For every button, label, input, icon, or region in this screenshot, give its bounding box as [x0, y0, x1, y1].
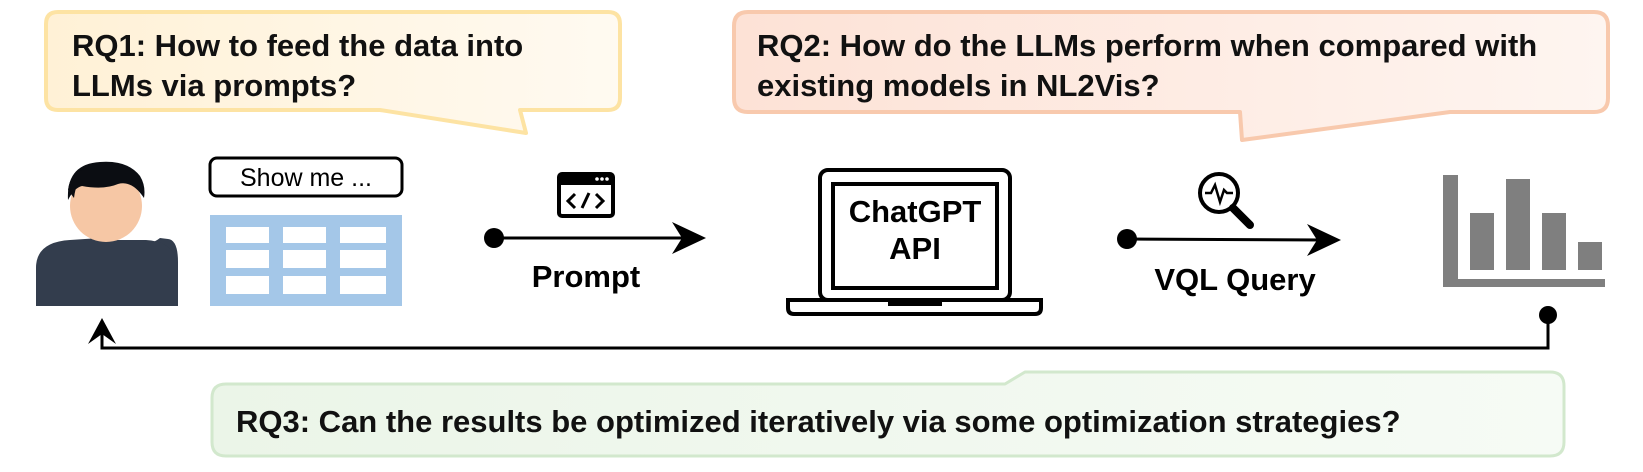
- table-icon: [210, 215, 402, 306]
- laptop-screen-line1: ChatGPT: [849, 194, 982, 229]
- user-query-text: Show me ...: [240, 164, 372, 192]
- rq1-callout: RQ1: How to feed the data into LLMs via …: [44, 10, 622, 135]
- search-chart-icon: [1198, 172, 1254, 229]
- vql-query-label: VQL Query: [1154, 262, 1316, 297]
- feedback-arrow: [88, 306, 1557, 350]
- user-query-box: Show me ...: [208, 156, 404, 198]
- rq2-line2: existing models in NL2Vis?: [757, 68, 1160, 103]
- bar-chart-icon: [1443, 175, 1605, 287]
- rq2-line1: RQ2: How do the LLMs perform when compar…: [757, 28, 1537, 63]
- laptop-screen-line2: API: [889, 231, 941, 266]
- rq1-line1: RQ1: How to feed the data into: [72, 28, 523, 63]
- laptop-icon: ChatGPT API: [786, 168, 1043, 316]
- vql-query-arrow: VQL Query: [1117, 224, 1341, 297]
- prompt-arrow: Prompt: [484, 222, 706, 294]
- rq3-callout: RQ3: Can the results be optimized iterat…: [210, 370, 1566, 458]
- user-icon: [36, 161, 178, 306]
- code-window-icon: [557, 172, 615, 218]
- rq2-callout: RQ2: How do the LLMs perform when compar…: [732, 10, 1610, 142]
- prompt-label: Prompt: [532, 259, 641, 294]
- rq1-line2: LLMs via prompts?: [72, 68, 356, 103]
- rq3-text: RQ3: Can the results be optimized iterat…: [236, 404, 1401, 439]
